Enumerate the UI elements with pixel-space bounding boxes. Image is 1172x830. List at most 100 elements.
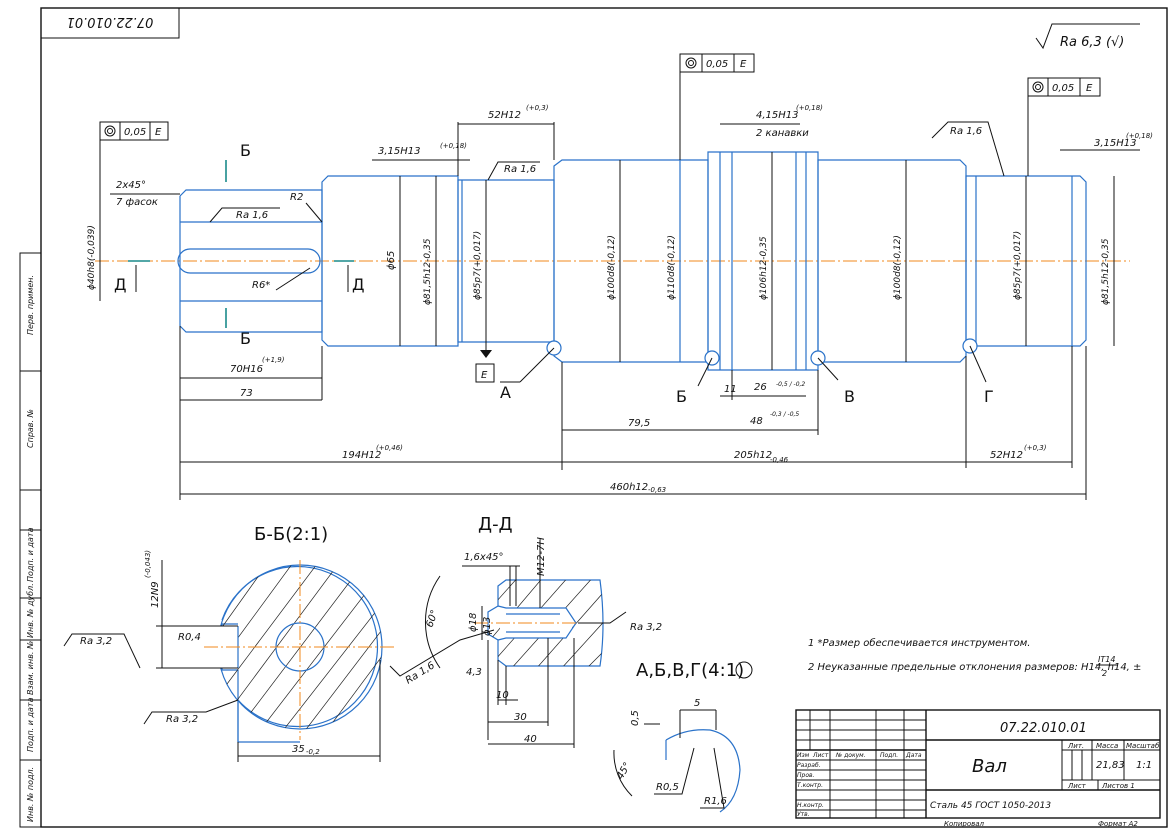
- tolerance-frame-mid: 0,05 E: [679, 53, 755, 160]
- section-marks: Б Б Д Д R6* E: [114, 141, 495, 383]
- side-stamp-4: Инв. № дубл.: [26, 583, 35, 638]
- svg-text:-0,3 / -0,5: -0,3 / -0,5: [770, 411, 799, 418]
- svg-text:194H12: 194H12: [342, 450, 381, 461]
- svg-text:В: В: [844, 387, 855, 406]
- side-stamp-1: Перв. примен.: [26, 275, 35, 335]
- svg-text:-0,5 / -0,2: -0,5 / -0,2: [776, 381, 805, 388]
- svg-text:52H12: 52H12: [488, 110, 521, 121]
- svg-text:Н.контр.: Н.контр.: [797, 802, 824, 809]
- svg-text:(+0,18): (+0,18): [440, 142, 467, 150]
- section-dd-title: Д-Д: [478, 514, 513, 535]
- general-roughness: Ra 6,3 (√): [1035, 23, 1140, 50]
- svg-text:R0,4: R0,4: [178, 632, 201, 643]
- svg-text:Лит.: Лит.: [1067, 742, 1084, 750]
- svg-text:Разраб.: Разраб.: [797, 762, 821, 769]
- svg-text:60°: 60°: [424, 609, 440, 629]
- side-stamp-5: Взам. инв. №: [26, 641, 35, 695]
- svg-text:Масса: Масса: [1096, 742, 1118, 750]
- svg-text:3,15H13: 3,15H13: [1094, 138, 1137, 149]
- svg-text:79,5: 79,5: [628, 418, 650, 429]
- svg-text:Ra 1,6: Ra 1,6: [950, 126, 982, 137]
- svg-text:(+1,9): (+1,9): [262, 356, 285, 364]
- svg-text:Лист: Лист: [812, 752, 829, 759]
- note-2: 2 Неуказанные предельные отклонения разм…: [808, 662, 1141, 673]
- svg-text:Копировал: Копировал: [944, 820, 985, 828]
- svg-text:Д: Д: [114, 275, 127, 294]
- svg-text:Изм: Изм: [797, 752, 810, 759]
- sheet-frame: [40, 7, 1168, 828]
- section-dd: Д-Д 1,6x45° M12-7H 60° ϕ18 ϕ13 Ra 1,6 Ra…: [389, 514, 662, 748]
- svg-text:-0,46: -0,46: [770, 456, 789, 464]
- side-stamp-columns: Перв. примен. Справ. № Подп. и дата Инв.…: [19, 252, 42, 828]
- svg-text:4,15H13: 4,15H13: [756, 110, 799, 121]
- svg-text:E: E: [740, 59, 747, 70]
- svg-text:ϕ13: ϕ13: [482, 617, 493, 636]
- svg-text:IT14: IT14: [1098, 655, 1115, 664]
- svg-text:M12-7H: M12-7H: [536, 537, 547, 576]
- svg-text:R2: R2: [290, 192, 303, 203]
- designation: 07.22.010.01: [1000, 721, 1087, 736]
- svg-text:E: E: [155, 127, 162, 138]
- svg-text:10: 10: [496, 690, 509, 701]
- svg-text:ϕ100d8(-0,12): ϕ100d8(-0,12): [607, 235, 617, 300]
- svg-text:ϕ18: ϕ18: [468, 613, 479, 632]
- svg-text:Утв.: Утв.: [797, 811, 810, 818]
- svg-text:ϕ110d8(-0,12): ϕ110d8(-0,12): [667, 235, 677, 300]
- svg-text:4,3: 4,3: [466, 667, 482, 678]
- number-stamp-box: [40, 7, 180, 39]
- svg-text:Ra 1,6: Ra 1,6: [236, 210, 268, 221]
- number-stamp: 07.22.010.01: [67, 14, 154, 29]
- svg-text:(-0,043): (-0,043): [144, 550, 152, 578]
- svg-text:Б: Б: [676, 387, 687, 406]
- svg-text:Ra 1,6: Ra 1,6: [504, 164, 536, 175]
- note-1: 1 *Размер обеспечивается инструментом.: [808, 637, 1031, 649]
- svg-text:45°: 45°: [615, 761, 633, 782]
- svg-text:E: E: [481, 370, 488, 381]
- svg-text:ϕ106h12-0,35: ϕ106h12-0,35: [759, 236, 769, 300]
- svg-text:40: 40: [524, 734, 537, 745]
- svg-text:11: 11: [724, 384, 737, 395]
- svg-text:Д: Д: [352, 275, 365, 294]
- svg-text:А: А: [500, 383, 511, 402]
- svg-text:ϕ40h8(-0,039): ϕ40h8(-0,039): [87, 225, 97, 290]
- length-dimensions: 70H16 (+1,9) 73 11 26 -0,5 / -0,2 79,5 4…: [179, 326, 1087, 500]
- top-annotations: 2x45° 7 фасок Ra 1,6 R2 3,15H13 (+0,18) …: [110, 104, 1153, 223]
- scale-value: 1:1: [1136, 760, 1152, 771]
- svg-text:Ra 3,2: Ra 3,2: [630, 622, 662, 633]
- diameter-dimensions: ϕ40h8(-0,039) ϕ65 ϕ81,5h12-0,35 ϕ85p7(+0…: [87, 222, 1111, 305]
- svg-text:(+0,46): (+0,46): [376, 444, 403, 452]
- svg-text:E: E: [1086, 83, 1093, 94]
- svg-text:73: 73: [240, 388, 253, 399]
- svg-text:ϕ81,5h12-0,35: ϕ81,5h12-0,35: [1101, 238, 1111, 305]
- svg-text:ϕ100d8(-0,12): ϕ100d8(-0,12): [893, 235, 903, 300]
- svg-text:Лист: Лист: [1067, 782, 1087, 790]
- side-stamp-7: Инв. № подл.: [26, 767, 35, 822]
- svg-text:ϕ85p7(+0,017): ϕ85p7(+0,017): [1013, 231, 1023, 300]
- svg-text:0,05: 0,05: [124, 127, 146, 138]
- svg-text:(+0,18): (+0,18): [1126, 132, 1153, 140]
- svg-text:0,05: 0,05: [1052, 83, 1074, 94]
- side-stamp-6: Подп. и дата: [26, 697, 35, 752]
- tolerance-frame-right: 0,05 E: [1027, 77, 1101, 176]
- svg-text:(+0,3): (+0,3): [1024, 444, 1047, 452]
- svg-text:3,15H13: 3,15H13: [378, 146, 421, 157]
- svg-text:ϕ81,5h12-0,35: ϕ81,5h12-0,35: [423, 238, 433, 305]
- svg-text:12N9: 12N9: [150, 581, 161, 608]
- svg-text:2 канавки: 2 канавки: [756, 128, 809, 139]
- detail-view: А,Б,В,Г(4:1) 0,5 5 45° R0,5 R1,6: [613, 660, 753, 813]
- material: Сталь 45 ГОСТ 1050-2013: [930, 801, 1051, 811]
- svg-text:7 фасок: 7 фасок: [116, 197, 158, 208]
- svg-text:Формат А2: Формат А2: [1098, 820, 1138, 828]
- svg-text:Листов 1: Листов 1: [1101, 782, 1135, 790]
- step-d65: [321, 175, 459, 347]
- svg-text:2x45°: 2x45°: [116, 180, 146, 191]
- svg-text:5: 5: [694, 698, 700, 709]
- svg-text:30: 30: [514, 712, 527, 723]
- svg-text:R1,6: R1,6: [704, 796, 727, 807]
- section-bb: Б-Б(2:1) 12N9 (-0,043): [63, 524, 394, 762]
- mass-value: 21,83: [1096, 760, 1125, 771]
- svg-text:2: 2: [1102, 669, 1107, 678]
- svg-text:0,5: 0,5: [630, 710, 641, 726]
- svg-text:№ докум.: № докум.: [835, 752, 866, 759]
- section-bb-title: Б-Б(2:1): [254, 524, 328, 545]
